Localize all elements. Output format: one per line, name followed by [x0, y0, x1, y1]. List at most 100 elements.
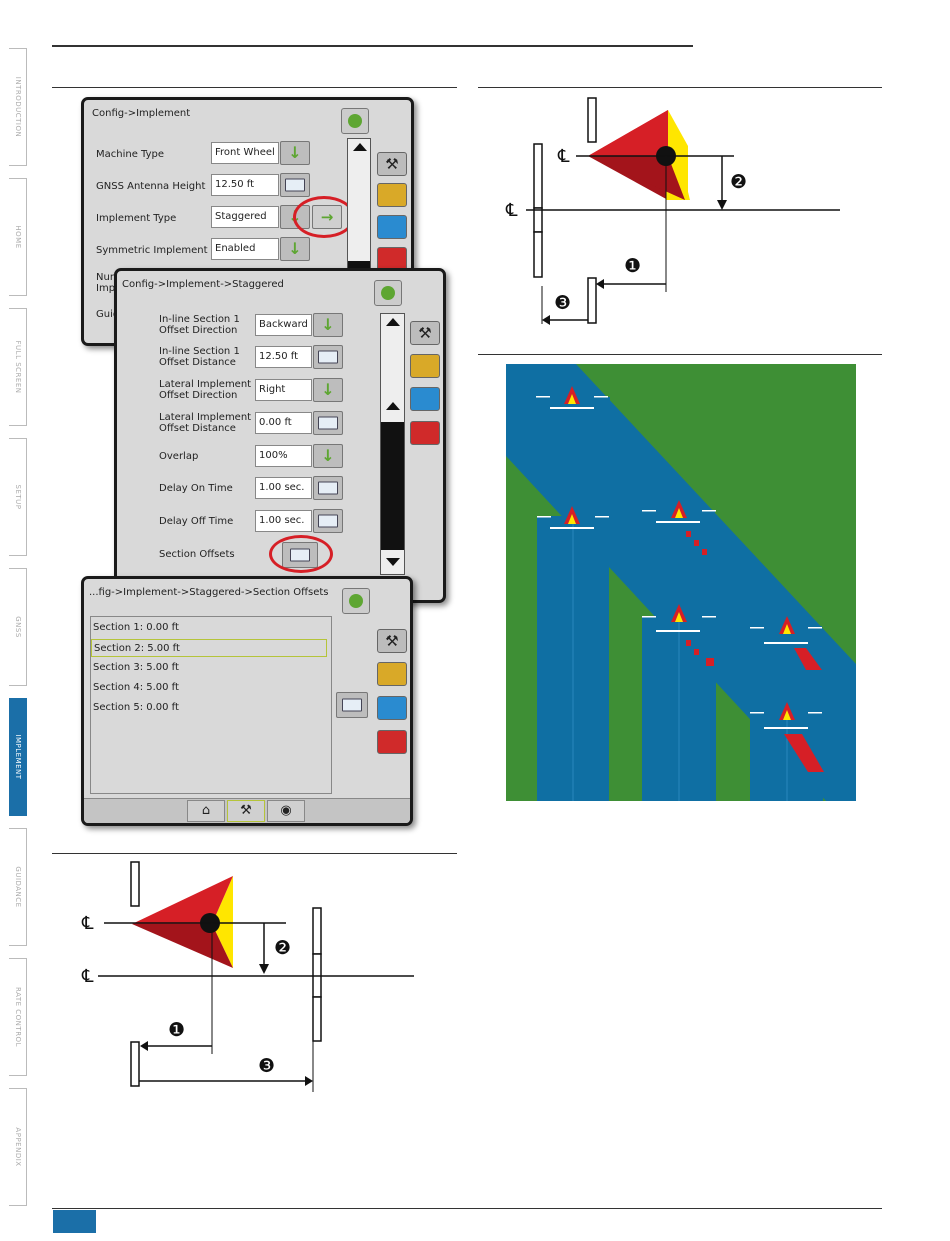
tractor-dark-part	[132, 924, 233, 968]
section-bar-left-2	[533, 207, 543, 233]
side-tab-rate-control[interactable]: RATE CONTROL	[9, 958, 27, 1076]
section-offset-item[interactable]: Section 3: 5.00 ft	[93, 662, 179, 673]
tractor-yellow-part	[212, 876, 233, 968]
config-staggered-screen: Config->Implement->Staggered In-line Sec…	[114, 268, 446, 603]
tractor-icon	[537, 506, 609, 529]
screen-breadcrumb: Config->Implement->Staggered	[122, 279, 284, 290]
keyboard-button[interactable]	[313, 345, 343, 369]
side-tab-setup[interactable]: SETUP	[9, 438, 27, 556]
tools-icon[interactable]: ⚒	[410, 321, 440, 345]
staggered-offset-diagram-left: ℄ ℄ ❷ ❶ ❸	[81, 861, 414, 1092]
down-arrow-icon: ↓	[288, 239, 302, 258]
implement-width-label-partial: Imp	[96, 283, 116, 294]
section-bar-left-3	[533, 231, 543, 278]
arrow-one-head	[596, 279, 604, 289]
marker-three: ❸	[258, 1055, 275, 1077]
highlight-circle	[269, 535, 333, 573]
tools-icon[interactable]: ⚒	[377, 629, 407, 653]
tractor-dark-fix	[588, 156, 685, 200]
scroll-down-icon[interactable]	[386, 558, 400, 566]
section-bar-left-1	[533, 143, 543, 209]
staggered-row-label: Section Offsets	[159, 549, 235, 560]
diagonal-coverage-band	[506, 364, 856, 801]
implement-icon[interactable]	[377, 183, 407, 207]
footer-page-block	[53, 1210, 96, 1233]
keyboard-button[interactable]	[313, 411, 343, 435]
side-tab-implement[interactable]: IMPLEMENT	[9, 698, 27, 816]
keyboard-button[interactable]	[313, 509, 343, 533]
screen-breadcrumb: ...fig->Implement->Staggered->Section Of…	[89, 587, 329, 598]
section-rule-bottom-left	[52, 853, 457, 854]
tractor-red-part	[132, 876, 233, 924]
num-sections-label-partial: Num	[96, 272, 120, 283]
staggered-offset-diagram-right: ℄ ℄ ❷ ❶ ❸	[505, 97, 840, 325]
scrollbar[interactable]	[380, 313, 405, 575]
gauge-tab-icon[interactable]: ◉	[267, 800, 305, 822]
dropdown-button[interactable]: ↓	[313, 313, 343, 337]
back-arrow-icon	[349, 594, 363, 608]
keyboard-icon	[342, 698, 362, 712]
antenna-height-keyboard-button[interactable]	[280, 173, 310, 197]
home-tab-icon[interactable]: ⌂	[187, 800, 225, 822]
arrow-two-head	[259, 964, 269, 974]
toolbox-icon[interactable]	[377, 247, 407, 271]
scroll-up-icon[interactable]	[353, 143, 367, 151]
tools-icon[interactable]: ⚒	[377, 152, 407, 176]
side-tab-label: HOME	[13, 225, 22, 249]
section-offset-item[interactable]: Section 5: 0.00 ft	[93, 702, 179, 713]
keyboard-icon	[318, 514, 338, 528]
scroll-thumb-icon[interactable]	[386, 402, 400, 410]
staggered-row-value: 1.00 sec.	[255, 510, 312, 532]
side-tab-full-screen[interactable]: FULL SCREEN	[9, 308, 27, 426]
side-tab-introduction[interactable]: INTRODUCTION	[9, 48, 27, 166]
implement-type-label: Implement Type	[96, 213, 177, 224]
keyboard-button[interactable]	[313, 476, 343, 500]
section-offsets-list: Section 1: 0.00 ft Section 2: 5.00 ft Sect…	[90, 616, 332, 794]
dropdown-button[interactable]: ↓	[313, 444, 343, 468]
arrow-two-head	[717, 200, 727, 210]
implement-icon[interactable]	[410, 354, 440, 378]
down-arrow-icon: ↓	[321, 380, 335, 399]
toolbox-icon[interactable]	[410, 421, 440, 445]
section-offset-item[interactable]: Section 4: 5.00 ft	[93, 682, 179, 693]
back-button[interactable]	[342, 588, 370, 614]
implement-icon[interactable]	[377, 662, 407, 686]
arrow-one-head	[140, 1041, 148, 1051]
section-bar-top	[130, 861, 140, 907]
display-icon[interactable]	[410, 387, 440, 411]
coverage-map-illustration	[506, 364, 856, 801]
section-offset-keyboard-button[interactable]	[336, 692, 368, 718]
scroll-up-icon[interactable]	[386, 318, 400, 326]
footer-rule	[52, 1208, 882, 1209]
section-rule-top-left	[52, 87, 457, 88]
staggered-row-value: 1.00 sec.	[255, 477, 312, 499]
staggered-row-label: Lateral Implement Offset Distance	[159, 412, 252, 434]
staggered-row-label: Lateral Implement Offset Direction	[159, 379, 252, 401]
staggered-row-label: Overlap	[159, 451, 199, 462]
side-tab-gnss[interactable]: GNSS	[9, 568, 27, 686]
back-button[interactable]	[341, 108, 369, 134]
dropdown-button[interactable]: ↓	[313, 378, 343, 402]
side-tab-label: SETUP	[13, 484, 22, 510]
section-bar-top	[587, 97, 597, 143]
side-tab-label: GUIDANCE	[13, 866, 22, 908]
side-tab-home[interactable]: HOME	[9, 178, 27, 296]
display-icon[interactable]	[377, 215, 407, 239]
section-offset-item[interactable]: Section 2: 5.00 ft	[91, 639, 327, 657]
section-offsets-screen: ...fig->Implement->Staggered->Section Of…	[81, 576, 413, 826]
section-offset-item[interactable]: Section 1: 0.00 ft	[93, 622, 179, 633]
tools-tab-icon[interactable]: ⚒	[227, 800, 265, 822]
side-tab-appendix[interactable]: APPENDIX	[9, 1088, 27, 1206]
marker-three: ❸	[554, 292, 571, 314]
toolbox-icon[interactable]	[377, 730, 407, 754]
symmetric-implement-dropdown-button[interactable]: ↓	[280, 237, 310, 261]
machine-type-dropdown-button[interactable]: ↓	[280, 141, 310, 165]
back-button[interactable]	[374, 280, 402, 306]
coverage-strip	[710, 510, 715, 540]
side-tab-label: APPENDIX	[13, 1127, 22, 1167]
machine-type-value: Front Wheel	[211, 142, 279, 164]
staggered-row-value: 12.50 ft	[255, 346, 312, 368]
display-icon[interactable]	[377, 696, 407, 720]
highlight-circle	[293, 196, 355, 238]
side-tab-guidance[interactable]: GUIDANCE	[9, 828, 27, 946]
